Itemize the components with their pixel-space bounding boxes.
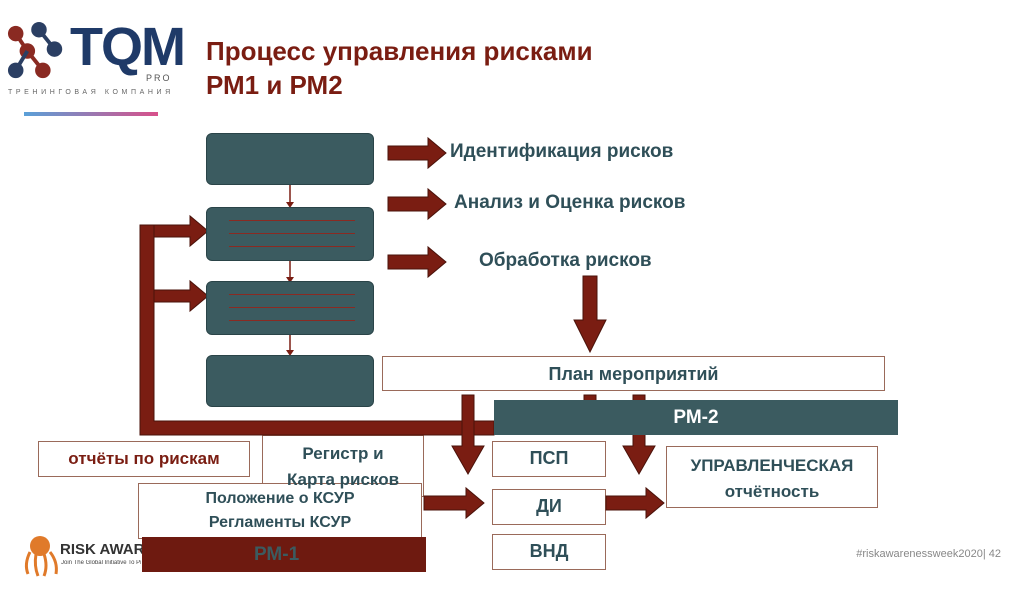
arrow-to-analysis bbox=[387, 187, 447, 221]
vnd-frame bbox=[492, 534, 606, 570]
process-box-treatment bbox=[206, 281, 374, 335]
process-box-identification bbox=[206, 133, 374, 185]
vnd-label: ВНД bbox=[529, 541, 569, 561]
rm2-band: РМ-2 bbox=[494, 400, 898, 435]
rm1-band: РМ-1 bbox=[142, 537, 426, 572]
page-title: Процесс управления рисками РМ1 и РМ2 bbox=[206, 34, 593, 102]
rm2-label: РМ-2 bbox=[673, 407, 719, 428]
register-label: Регистр и Карта рисков bbox=[286, 444, 400, 489]
footer: #riskawarenessweek2020| 42 bbox=[856, 548, 1001, 560]
octopus-icon bbox=[24, 536, 58, 577]
step-identification: Идентификация рисков bbox=[450, 141, 674, 162]
management-reporting-label: УПРАВЛЕНЧЕСКАЯ отчётность bbox=[690, 456, 854, 501]
di-label: ДИ bbox=[536, 496, 562, 516]
tqm-logo-subtitle: ТРЕНИНГОВАЯ КОМПАНИЯ bbox=[8, 89, 174, 96]
di-frame bbox=[492, 489, 606, 525]
footer-separator: | bbox=[982, 548, 989, 560]
step-analysis: Анализ и Оценка рисков bbox=[454, 192, 686, 213]
step-treatment: Обработка рисков bbox=[479, 250, 652, 271]
arrow-di-to-management bbox=[605, 486, 665, 520]
reports-label: отчёты по рискам bbox=[68, 449, 220, 468]
ksur-label: Положение о КСУР Регламенты КСУР bbox=[205, 490, 355, 531]
plan-frame bbox=[382, 356, 885, 391]
psp-label: ПСП bbox=[529, 448, 569, 468]
logo-underline bbox=[24, 112, 158, 116]
footer-hashtag: #riskawarenessweek2020 bbox=[856, 548, 983, 560]
process-box-analysis bbox=[206, 207, 374, 261]
risk-awareness-logo-text: RISK AWARENE bbox=[60, 541, 142, 558]
title-line-2: РМ1 и РМ2 bbox=[206, 70, 343, 100]
management-frame bbox=[666, 446, 878, 508]
arrow-to-treatment bbox=[387, 245, 447, 279]
psp-frame bbox=[492, 441, 606, 477]
title-line-1: Процесс управления рисками bbox=[206, 36, 593, 66]
arrow-to-identification bbox=[387, 136, 447, 170]
arrow-into-box-3 bbox=[153, 279, 209, 313]
tqm-logo-text: TQM bbox=[70, 17, 186, 77]
arrow-down-to-psp bbox=[451, 394, 485, 476]
rm1-label: РМ-1 bbox=[254, 544, 300, 565]
process-box-plan bbox=[206, 355, 374, 407]
tqm-logo-pro: PRO bbox=[146, 73, 172, 83]
arrow-into-box-2 bbox=[153, 214, 209, 248]
tqm-logo-mark bbox=[7, 21, 63, 79]
arrow-down-to-plan bbox=[573, 275, 607, 354]
arrow-ksur-to-di bbox=[423, 486, 485, 520]
reports-frame bbox=[38, 441, 250, 477]
page-number: 42 bbox=[988, 548, 1001, 560]
risk-awareness-tagline: Join The Global Initiative To Promote bbox=[61, 560, 141, 566]
plan-label: План мероприятий bbox=[548, 364, 719, 384]
